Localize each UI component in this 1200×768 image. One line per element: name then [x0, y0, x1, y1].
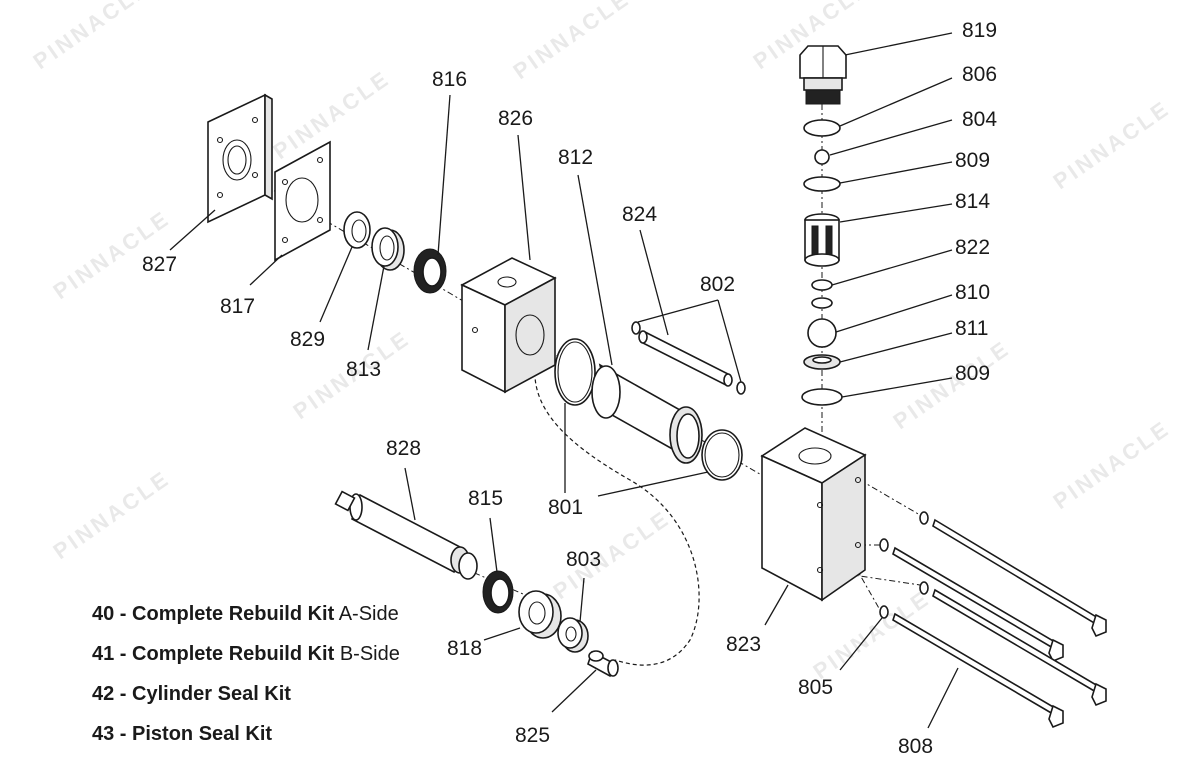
label-808: 808: [898, 735, 933, 758]
kit-side: B-Side: [339, 643, 400, 665]
part-816-seal: [413, 248, 447, 294]
kit-item: 42 - Cylinder Seal Kit: [92, 683, 291, 705]
part-826-block: [460, 257, 557, 394]
label-809-lower: 809: [955, 362, 990, 385]
label-817: 817: [220, 295, 255, 318]
part-817-gasket: [274, 140, 331, 262]
part-827-mounting-plate: [207, 93, 273, 224]
label-824: 824: [622, 203, 657, 226]
label-803: 803: [566, 548, 601, 571]
label-802: 802: [700, 273, 735, 296]
part-809-o-ring-upper: [803, 176, 841, 192]
hose-path: [534, 344, 700, 666]
kit-name: Piston Seal Kit: [132, 723, 273, 745]
label-819: 819: [962, 19, 997, 42]
kit-item: 43 - Piston Seal Kit: [92, 723, 273, 745]
part-809-o-ring-lower: [801, 388, 843, 406]
watermark-text: PINNACLE: [29, 0, 155, 74]
part-labels: 819 806 804 809 814 822 810 811 809 816 …: [142, 19, 997, 758]
part-812-cylinder: [591, 363, 703, 464]
label-815: 815: [468, 487, 503, 510]
part-815-seal: [482, 570, 514, 614]
kit-name: Cylinder Seal Kit: [132, 683, 291, 705]
part-813-seal: [371, 227, 405, 271]
part-828-rod: [334, 490, 478, 580]
part-803-nut: [557, 617, 589, 653]
part-822-o-ring: [811, 279, 833, 309]
watermark-text: PINNACLE: [269, 65, 395, 164]
part-819-plug: [799, 45, 847, 105]
label-801: 801: [548, 496, 583, 519]
kit-number: 42: [92, 683, 115, 705]
part-814-cage: [804, 213, 840, 267]
part-808-bolts: [892, 518, 1107, 729]
watermark-text: PINNACLE: [889, 335, 1015, 434]
assembly-axis-bolt-1: [859, 479, 921, 516]
label-812: 812: [558, 146, 593, 169]
label-806: 806: [962, 63, 997, 86]
watermark-text: PINNACLE: [1049, 95, 1175, 194]
label-828: 828: [386, 437, 421, 460]
part-818-bearing: [518, 590, 562, 639]
label-814: 814: [955, 190, 990, 213]
part-805-washers: [879, 511, 929, 619]
label-805: 805: [798, 676, 833, 699]
label-818: 818: [447, 637, 482, 660]
watermark-text: PINNACLE: [509, 0, 635, 84]
kit-number: 41: [92, 643, 115, 665]
label-813: 813: [346, 358, 381, 381]
part-806-o-ring: [803, 119, 841, 137]
kit-number: 43: [92, 723, 115, 745]
kit-item: 41 - Complete Rebuild Kit B-Side: [92, 643, 400, 665]
watermark-text: PINNACLE: [809, 585, 935, 684]
kit-name: Complete Rebuild Kit: [132, 603, 335, 625]
label-804: 804: [962, 108, 997, 131]
watermark-layer: PINNACLE PINNACLE PINNACLE PINNACLE PINN…: [29, 0, 1175, 684]
part-825-fitting: [587, 650, 619, 678]
label-816: 816: [432, 68, 467, 91]
kit-side: A-Side: [338, 603, 399, 625]
label-809-upper: 809: [955, 149, 990, 172]
label-811: 811: [955, 317, 988, 340]
part-824-tube: [638, 330, 733, 387]
label-829: 829: [290, 328, 325, 351]
label-826: 826: [498, 107, 533, 130]
part-811-seat: [803, 354, 841, 370]
part-810-ball: [807, 318, 837, 348]
kit-list: 40 - Complete Rebuild Kit A-Side 41 - Co…: [92, 600, 512, 760]
part-829-washer: [343, 211, 371, 249]
part-804-ball: [814, 149, 830, 165]
watermark-text: PINNACLE: [1049, 415, 1175, 514]
label-827: 827: [142, 253, 177, 276]
kit-number: 40: [92, 603, 115, 625]
part-823-housing: [760, 427, 867, 602]
label-810: 810: [955, 281, 990, 304]
part-801-o-rings: [554, 338, 743, 481]
label-825: 825: [515, 724, 550, 747]
label-822: 822: [955, 236, 990, 259]
leader-lines: [169, 32, 959, 729]
kit-name: Complete Rebuild Kit: [132, 643, 335, 665]
label-823: 823: [726, 633, 761, 656]
kit-item: 40 - Complete Rebuild Kit A-Side: [92, 603, 399, 625]
watermark-text: PINNACLE: [49, 465, 175, 564]
